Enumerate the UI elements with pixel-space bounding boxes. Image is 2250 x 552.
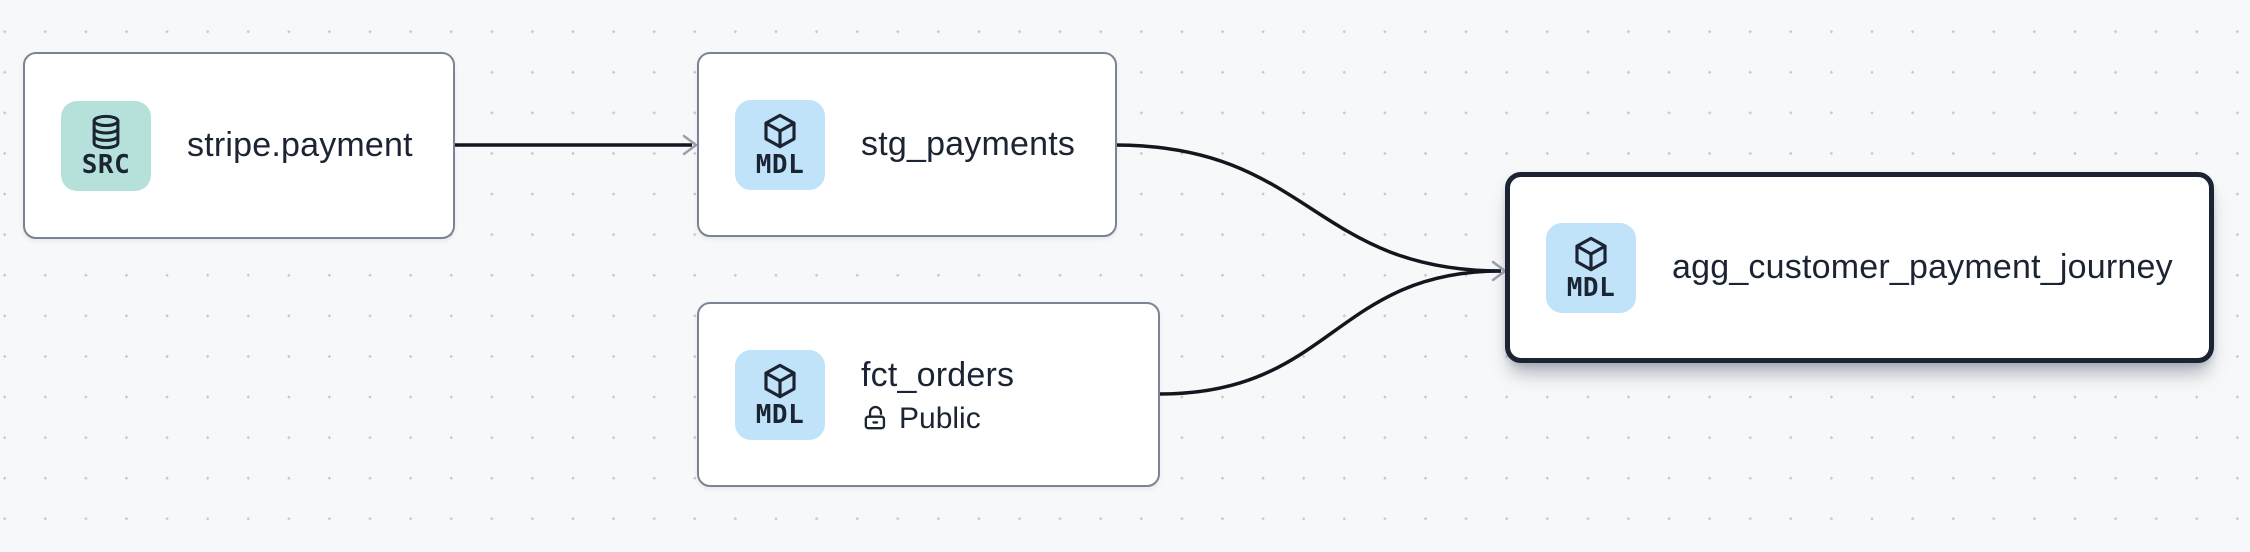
node-stripe-payment[interactable]: SRC stripe.payment — [23, 52, 455, 239]
edge-fct-orders-to-agg-customer-payment-journey — [1159, 269, 1502, 396]
arrowhead-icon — [682, 134, 698, 156]
badge-label: SRC — [81, 150, 131, 180]
model-type-badge: MDL — [735, 349, 825, 440]
access-label: Public — [899, 401, 981, 435]
edge-stg-payments-to-agg-customer-payment-journey — [1114, 143, 1502, 273]
node-fct-orders[interactable]: MDL fct_orders Public — [697, 302, 1160, 487]
badge-label: MDL — [755, 400, 805, 430]
cube-icon — [1575, 236, 1607, 272]
model-type-badge: MDL — [735, 99, 825, 190]
unlock-icon — [864, 405, 886, 430]
node-agg-customer-payment-journey[interactable]: MDL agg_customer_payment_journey — [1505, 172, 2214, 363]
source-type-badge: SRC — [61, 100, 151, 191]
node-title: stripe.payment — [187, 126, 413, 164]
cube-icon — [764, 363, 796, 399]
model-type-badge: MDL — [1546, 222, 1636, 313]
access-indicator: Public — [861, 401, 1014, 435]
node-title: agg_customer_payment_journey — [1672, 248, 2173, 286]
node-title: stg_payments — [861, 125, 1076, 163]
badge-label: MDL — [755, 150, 805, 180]
badge-label: MDL — [1566, 273, 1616, 303]
arrowhead-icon — [1491, 260, 1507, 282]
node-stg-payments[interactable]: MDL stg_payments — [697, 52, 1117, 237]
cube-icon — [764, 113, 796, 149]
node-title: fct_orders — [861, 355, 1015, 394]
database-icon — [92, 114, 120, 150]
